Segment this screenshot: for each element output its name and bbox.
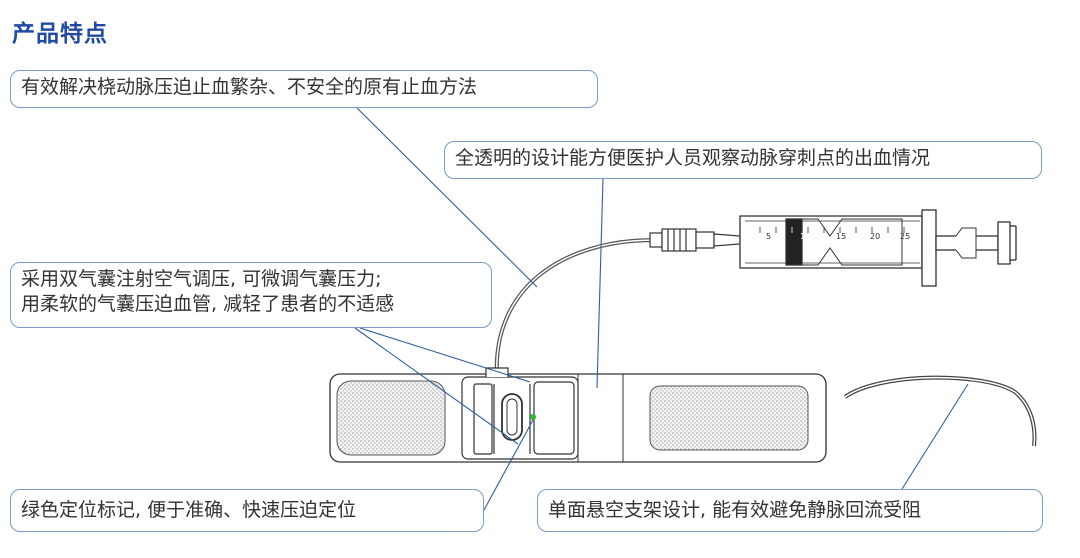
leader-lines (354, 107, 969, 511)
callout-text: 有效解决桡动脉压迫止血繁杂、不安全的原有止血方法 (21, 76, 478, 98)
callout-text: 绿色定位标记, 便于准确、快速压迫定位 (21, 499, 357, 521)
callout-hemostasis: 有效解决桡动脉压迫止血繁杂、不安全的原有止血方法 (10, 70, 598, 108)
scale-label: 20 (870, 232, 880, 241)
callout-dual-airbag: 采用双气囊注射空气调压, 可微调气囊压力; 用柔软的气囊压迫血管, 减轻了患者的… (10, 262, 492, 328)
callout-text: 全透明的设计能方便医护人员观察动脉穿刺点的出血情况 (455, 147, 931, 169)
callout-text-line-1: 采用双气囊注射空气调压, 可微调气囊压力; (21, 268, 382, 290)
scale-label: 15 (836, 232, 846, 241)
scale-label: 5 (766, 232, 771, 241)
luer-connector-icon (649, 228, 741, 252)
callout-green-marker: 绿色定位标记, 便于准确、快速压迫定位 (10, 489, 484, 532)
callout-transparent-design: 全透明的设计能方便医护人员观察动脉穿刺点的出血情况 (444, 141, 1042, 179)
airbag-icon (461, 367, 579, 460)
callout-support-bracket: 单面悬空支架设计, 能有效避免静脉回流受阻 (537, 489, 1043, 532)
page-title: 产品特点 (12, 21, 108, 47)
scale-label: 10 (800, 232, 810, 241)
green-marker-icon (530, 414, 536, 420)
syringe-icon (739, 209, 1017, 287)
callout-text-line-2: 用柔软的气囊压迫血管, 减轻了患者的不适感 (21, 293, 395, 315)
tubing-icon (494, 238, 656, 378)
callout-text: 单面悬空支架设计, 能有效避免静脉回流受阻 (548, 499, 922, 521)
scale-label: 25 (900, 232, 910, 241)
